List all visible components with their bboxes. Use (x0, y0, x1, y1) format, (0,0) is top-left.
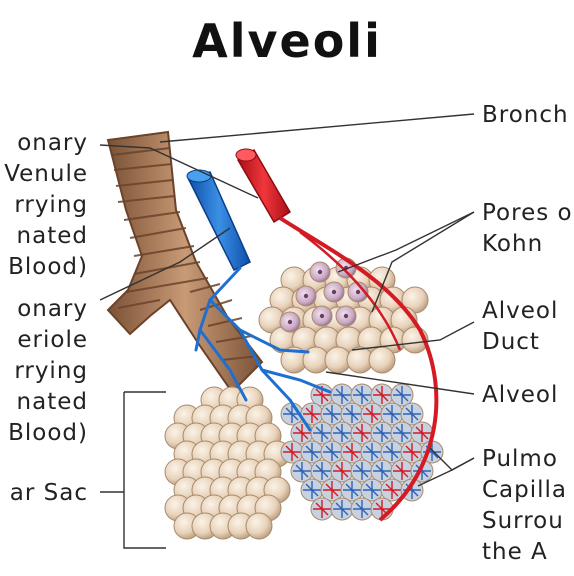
alveoli-label: Alveol (482, 382, 559, 408)
capillary-network (313, 462, 331, 480)
pulmonary-capillaries-label: Pulmo Capilla Surrou the A (482, 446, 568, 565)
alveolar-sac-label: ar Sac (9, 480, 88, 506)
pore-opening (317, 269, 323, 275)
pore-opening (287, 319, 293, 325)
pore-opening (343, 313, 349, 319)
capillary-network (313, 500, 331, 518)
capillary-network (383, 443, 401, 461)
capillary-network (313, 424, 331, 442)
leader-lines (99, 113, 475, 549)
capillary-network (323, 443, 341, 461)
capillary-network (393, 462, 411, 480)
bronchiole-label: Bronch (482, 102, 569, 128)
alveolus (245, 512, 273, 540)
capillary-network (303, 443, 321, 461)
capillary-network (393, 386, 411, 404)
capillary-network (333, 386, 351, 404)
capillary-network (343, 405, 361, 423)
alveolus (368, 346, 396, 374)
capillary-network (343, 443, 361, 461)
capillary-network (293, 424, 311, 442)
capillary-network (283, 443, 301, 461)
capillary-network (413, 424, 431, 442)
alveolar-duct-label: Alveol Duct (482, 298, 559, 355)
capillary-network (363, 481, 381, 499)
capillary-network (403, 443, 421, 461)
capillary-network (353, 424, 371, 442)
capillary-network (353, 500, 371, 518)
capillary-network (323, 405, 341, 423)
capillary-network (333, 500, 351, 518)
capillary-network (333, 462, 351, 480)
capillary-network (403, 405, 421, 423)
alveolar-duct-cluster (258, 257, 429, 374)
capillary-network (333, 424, 351, 442)
pores-of-kohn-label: Pores o Kohn (482, 200, 573, 257)
pulmonary-arteriole-label: onary eriole rrying nated Blood) (8, 296, 88, 446)
capillary-network (363, 443, 381, 461)
capillary-network (393, 424, 411, 442)
capillary-network (383, 405, 401, 423)
capillary-network (303, 481, 321, 499)
pore-opening (319, 313, 325, 319)
capillary-network (363, 405, 381, 423)
capillary-network (303, 405, 321, 423)
capillary-network (293, 462, 311, 480)
capillary-network (323, 481, 341, 499)
capillary-cluster (280, 383, 444, 521)
pore-opening (303, 293, 309, 299)
pulmonary-arteriole-vessel (235, 148, 439, 522)
alveolar-sac-cluster (164, 386, 291, 540)
pulmonary-venule-label: onary Venule rrying nated Blood) (4, 130, 88, 280)
pore-opening (331, 289, 337, 295)
capillary-network (373, 386, 391, 404)
capillary-network (373, 424, 391, 442)
capillary-network (353, 386, 371, 404)
capillary-network (373, 462, 391, 480)
capillary-network (353, 462, 371, 480)
pore-opening (355, 289, 361, 295)
capillary-network (383, 481, 401, 499)
capillary-network (343, 481, 361, 499)
diagram-title: Alveoli (192, 14, 382, 68)
